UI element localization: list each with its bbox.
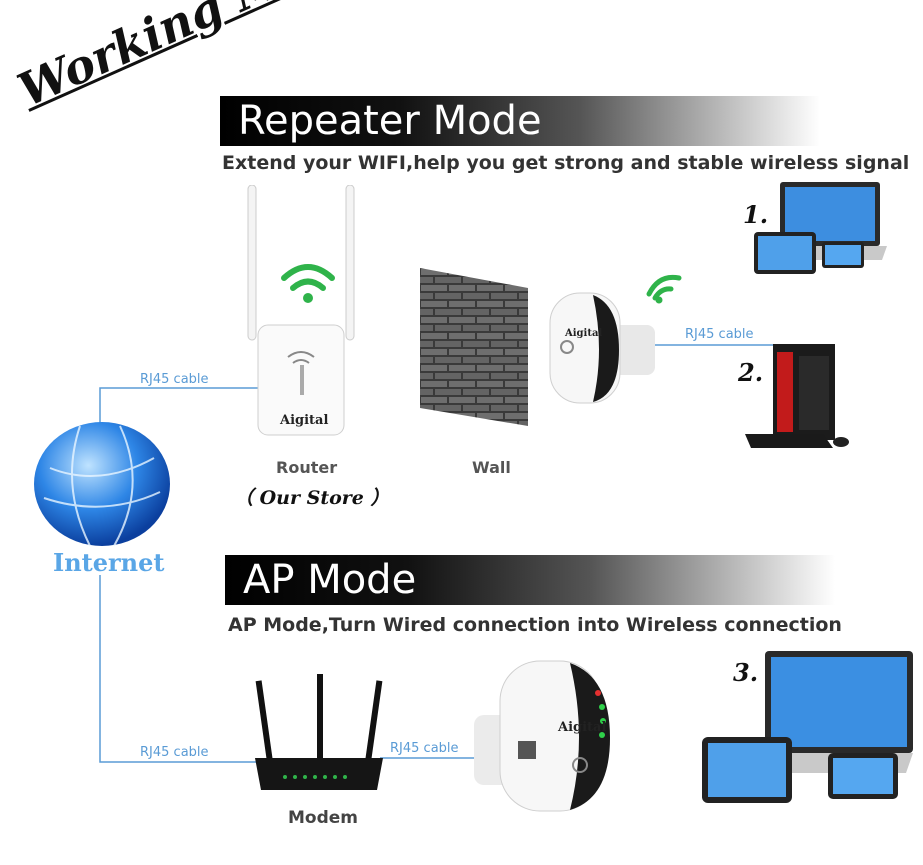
extender-brand-ap: Aigital: [558, 720, 607, 735]
cable-label-internet: RJ45 cable: [140, 745, 209, 760]
wifi-extender-image: [549, 292, 655, 404]
cable-label-router: RJ45 cable: [140, 372, 209, 387]
cable-internet-modem: [99, 575, 262, 763]
extender-brand-repeater: Aigital: [565, 328, 603, 339]
modem-image: [255, 674, 383, 790]
repeater-mode-heading: Repeater Mode: [220, 96, 820, 146]
wall-caption: Wall: [472, 458, 511, 477]
device-number-3: 3.: [733, 658, 759, 687]
ap-mode-heading: AP Mode: [225, 555, 835, 605]
router-brand: Aigital: [280, 413, 329, 428]
cable-label-pc: RJ45 cable: [685, 327, 754, 342]
router-image: [247, 185, 355, 436]
wifi-icon: [281, 264, 335, 303]
wifi-extender-ap-image: [474, 660, 610, 812]
router-caption: Router: [276, 458, 338, 477]
internet-globe-icon: [34, 422, 170, 547]
device-number-2: 2.: [738, 358, 764, 387]
modem-caption: Modem: [288, 808, 359, 828]
cable-label-extender: RJ45 cable: [390, 741, 459, 756]
device-number-1: 1.: [743, 200, 769, 229]
repeater-subtitle: Extend your WIFI,help you get strong and…: [222, 152, 910, 174]
ap-subtitle: AP Mode,Turn Wired connection into Wirel…: [228, 614, 842, 636]
router-store-label: （ Our Store ）: [234, 487, 390, 509]
wifi-icon-small: [646, 274, 682, 304]
internet-label: Internet: [53, 548, 165, 577]
brick-wall-image: [420, 268, 528, 426]
laptop-devices-image: [754, 182, 887, 274]
desktop-pc-image: [745, 344, 849, 448]
laptop-devices-3-image: [702, 651, 913, 803]
